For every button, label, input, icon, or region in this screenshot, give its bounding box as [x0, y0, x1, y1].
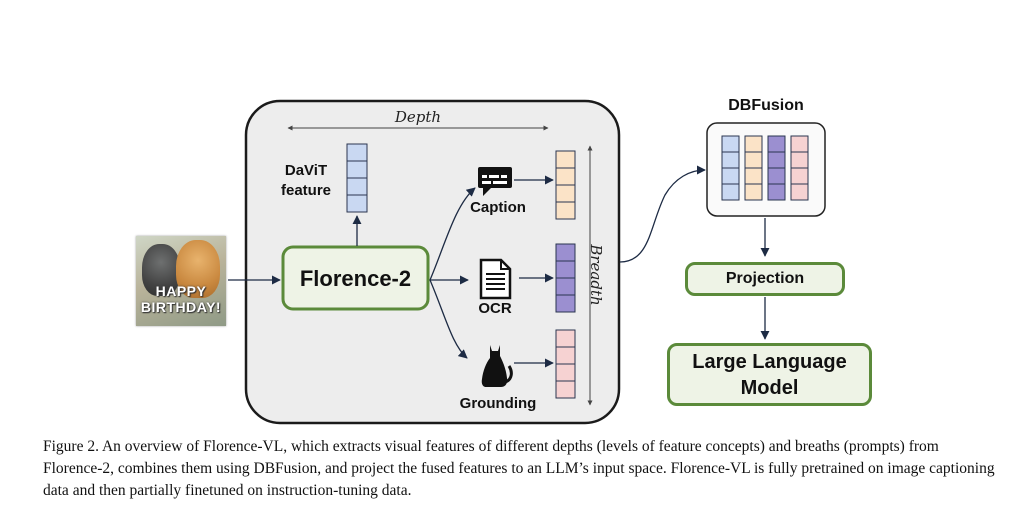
ocr-feature-block — [555, 243, 576, 313]
dbfusion-label: DBFusion — [728, 97, 804, 114]
davit-label-line1: DaViT — [284, 162, 328, 179]
caption-feature-block — [555, 150, 576, 220]
florence-to-caption-arrow — [429, 187, 476, 281]
dbfusion-columns — [721, 135, 809, 201]
florence2-label: Florence-2 — [299, 266, 412, 291]
depth-label: Depth — [394, 108, 442, 126]
figure-caption: Figure 2. An overview of Florence-VL, wh… — [43, 438, 995, 499]
gray-kitten-shape — [142, 244, 180, 296]
cat-silhouette-icon — [481, 345, 513, 387]
image-text-line2: BIRTHDAY! — [140, 299, 222, 315]
document-icon — [479, 258, 512, 300]
caption-label: Caption — [470, 199, 526, 216]
grounding-label: Grounding — [459, 395, 537, 412]
florence2-box-shape — [281, 245, 430, 311]
input-image-kittens: HAPPY BIRTHDAY! — [136, 236, 226, 326]
davit-feature-block — [346, 143, 368, 213]
orange-kitten-shape — [176, 240, 220, 298]
llm-label-line1: Large Language — [692, 350, 847, 373]
ocr-label: OCR — [478, 300, 512, 317]
projection-label: Projection — [725, 270, 805, 287]
breadth-label: Breadth — [587, 244, 605, 306]
davit-label-line2: feature — [280, 182, 332, 199]
image-text-line1: HAPPY — [155, 283, 207, 299]
grounding-feature-block — [555, 329, 576, 399]
llm-label-line2: Model — [740, 376, 799, 399]
caption-icon — [478, 167, 512, 196]
florence-to-grounding-arrow — [429, 279, 468, 359]
florence-panel — [244, 99, 621, 425]
projection-box: Projection — [685, 262, 845, 296]
features-to-dbfusion-arrow — [619, 165, 706, 263]
llm-box: Large Language Model — [667, 343, 872, 406]
